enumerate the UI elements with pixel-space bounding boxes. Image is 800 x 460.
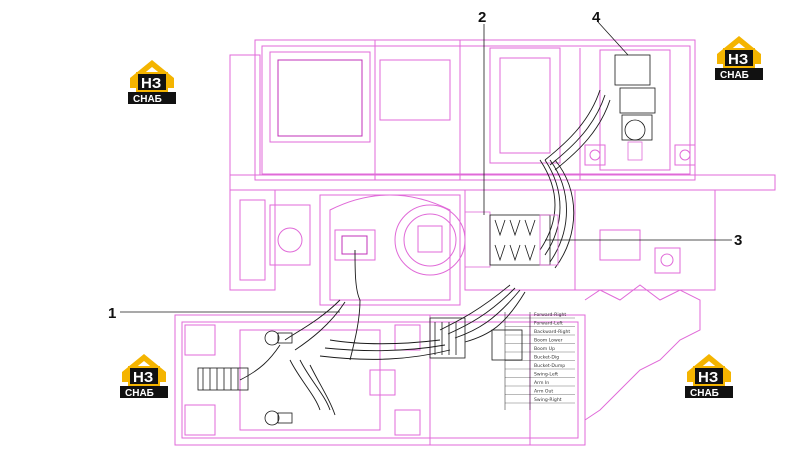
table-row-label: Boom Lower xyxy=(534,338,563,344)
logo-mark-text: НЗ xyxy=(698,369,718,386)
logo-word-text: СНАБ xyxy=(125,388,154,399)
lower-frame xyxy=(174,284,701,446)
callout-label-4: 4 xyxy=(592,9,601,26)
logo-mark-text: НЗ xyxy=(728,51,748,68)
table-row-label: Bucket-Dump xyxy=(534,363,565,369)
callout-2: 2 xyxy=(478,9,486,215)
table-row-label: Forward-Left xyxy=(534,321,563,327)
watermark-logos: НЗ СНАБ НЗ СНАБ НЗ СНАБ НЗ СНАБ xyxy=(120,36,763,399)
logo-mark-text: НЗ xyxy=(141,75,161,92)
function-table: Forward-RightForward-LeftBackward-RightB… xyxy=(504,312,575,410)
logo-word-text: СНАБ xyxy=(720,70,749,81)
table-row-label: Swing-Left xyxy=(534,372,558,378)
table-row-label: Arm In xyxy=(534,380,549,386)
nz-snab-logo: НЗ СНАБ xyxy=(120,354,168,399)
upper-frame xyxy=(229,39,696,181)
table-row-label: Bucket-Dig xyxy=(534,355,559,361)
callout-label-1: 1 xyxy=(108,305,116,322)
callout-label-3: 3 xyxy=(734,232,742,249)
logo-word-text: СНАБ xyxy=(133,94,162,105)
callout-3: 3 xyxy=(545,232,742,249)
callout-label-2: 2 xyxy=(478,9,486,26)
hose-bundle xyxy=(239,89,611,416)
table-row-label: Forward-Right xyxy=(534,312,566,318)
logo-word-text: СНАБ xyxy=(690,388,719,399)
table-row-label: Arm Out xyxy=(534,389,553,395)
nz-snab-logo: НЗ СНАБ xyxy=(128,60,176,105)
table-row-label: Backward-Right xyxy=(534,329,570,335)
callout-4: 4 xyxy=(592,9,629,56)
table-row-label: Swing-Right xyxy=(534,397,562,403)
callout-1: 1 xyxy=(108,305,340,322)
nz-snab-logo: НЗ СНАБ xyxy=(715,36,763,81)
nz-snab-logo: НЗ СНАБ xyxy=(685,354,733,399)
logo-mark-text: НЗ xyxy=(133,369,153,386)
table-row-label: Boom Up xyxy=(534,346,555,352)
